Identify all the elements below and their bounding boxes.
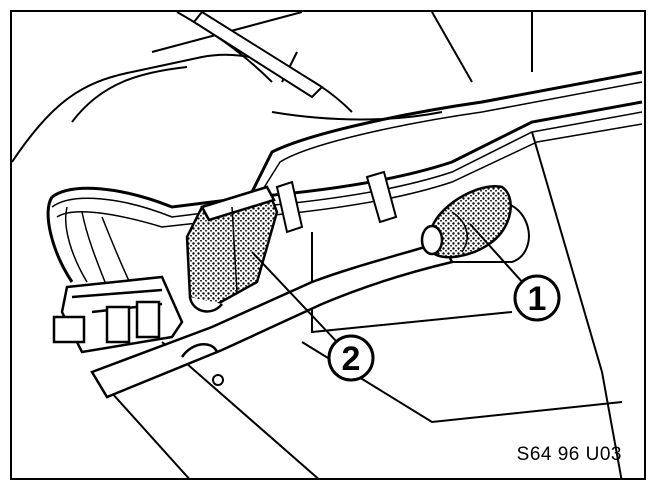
- diagram-frame: 1 2 S64 96 U03: [10, 10, 646, 480]
- leader-lines: [251, 223, 525, 343]
- lower-conduit: [90, 240, 454, 399]
- figure-reference-code: S64 96 U03: [516, 444, 622, 465]
- multi-pin-plug: [52, 275, 184, 354]
- harness-clamps: [275, 170, 398, 234]
- technical-illustration: 1 2: [12, 12, 643, 478]
- callout-2-label: 2: [342, 340, 361, 378]
- connector: [185, 185, 279, 313]
- callout-2: 2: [327, 334, 375, 382]
- callout-1-label: 1: [528, 280, 547, 318]
- grommet: [420, 184, 512, 259]
- callout-1: 1: [513, 274, 561, 322]
- mounting-hole: [212, 374, 224, 386]
- housing-panel: [12, 12, 623, 478]
- dash-trim-strip: [192, 12, 324, 99]
